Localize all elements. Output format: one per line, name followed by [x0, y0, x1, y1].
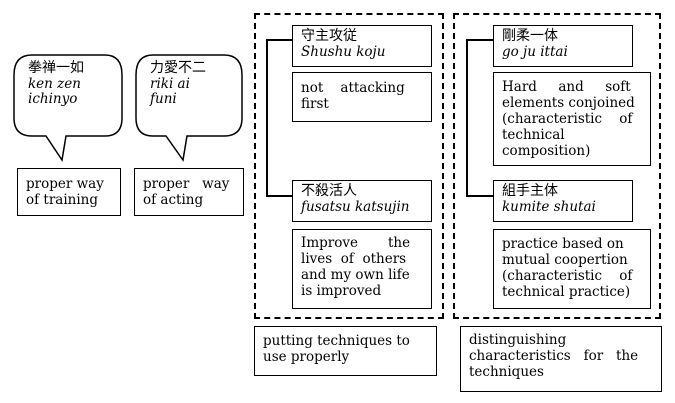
group-1-caption-line1: putting techniques to [263, 333, 410, 349]
improve-lives-box: Improve the lives of others and my own l… [292, 229, 432, 309]
improve-lives-line3: and my own life [301, 267, 410, 283]
training-box-line1: proper way [26, 176, 104, 192]
kumite-shutai-romaji: kumite shutai [502, 199, 596, 215]
fusatsu-katsujin-romaji: fusatsu katsujin [301, 199, 410, 215]
acting-box-line2: of acting [143, 192, 204, 208]
bubble-1-text: 拳禅一如 ken zen ichinyo [28, 60, 84, 107]
group-2-caption-line1: distinguishing [469, 332, 567, 348]
shushu-koju-box: 守主攻従 Shushu koju [292, 25, 432, 67]
bubble-1-romaji-line2: ichinyo [28, 91, 78, 107]
group-1-connector-vertical [266, 39, 268, 196]
go-ju-ittai-box: 剛柔一体 go ju ittai [493, 25, 633, 67]
not-attacking-line2: first [301, 96, 329, 112]
go-ju-ittai-kanji: 剛柔一体 [502, 28, 558, 44]
training-box-line2: of training [26, 192, 99, 208]
not-attacking-line1: not attacking [301, 80, 405, 96]
group-2-connector-top [466, 39, 493, 41]
hard-soft-box: Hard and soft elements conjoined (charac… [493, 72, 651, 166]
improve-lives-line4: is improved [301, 283, 382, 299]
practice-box: practice based on mutual coopertion (cha… [493, 229, 651, 309]
bubble-2-romaji-line2: funi [150, 91, 177, 107]
group-2-dashed-frame [453, 13, 661, 319]
group-2-connector-vertical [466, 39, 468, 196]
hard-soft-line4: technical [502, 127, 565, 143]
improve-lives-line2: lives of others [301, 251, 407, 267]
group-1-connector-bottom [266, 195, 292, 197]
group-2-caption-box: distinguishing characteristics for the t… [460, 326, 662, 392]
not-attacking-box: not attacking first [292, 72, 432, 122]
group-1-caption-box: putting techniques to use properly [254, 326, 437, 376]
group-1-dashed-frame [254, 13, 444, 319]
shushu-koju-kanji: 守主攻従 [301, 28, 357, 44]
bubble-2-romaji-line1: riki ai [150, 76, 190, 92]
bubble-1-kanji: 拳禅一如 [28, 60, 84, 76]
fusatsu-katsujin-box: 不殺活人 fusatsu katsujin [292, 180, 432, 222]
practice-line2: mutual coopertion [502, 252, 628, 268]
hard-soft-line1: Hard and soft [502, 79, 631, 95]
speech-bubble-2 [135, 54, 243, 162]
hard-soft-line2: elements conjoined [502, 95, 635, 111]
improve-lives-line1: Improve the [301, 235, 411, 251]
training-box: proper way of training [17, 168, 121, 216]
acting-box: proper way of acting [134, 168, 244, 216]
hard-soft-line5: composition) [502, 143, 591, 159]
go-ju-ittai-romaji: go ju ittai [502, 44, 568, 60]
bubble-2-text: 力愛不二 riki ai funi [150, 60, 206, 107]
group-2-connector-bottom [466, 195, 493, 197]
practice-line3: (characteristic of [502, 268, 633, 284]
group-1-caption-line2: use properly [263, 349, 350, 365]
kumite-shutai-box: 組手主体 kumite shutai [493, 180, 633, 222]
bubble-2-kanji: 力愛不二 [150, 60, 206, 76]
bubble-1-romaji-line1: ken zen [28, 76, 81, 92]
kumite-shutai-kanji: 組手主体 [502, 183, 558, 199]
group-2-caption-line3: techniques [469, 364, 544, 380]
speech-bubble-1 [13, 54, 123, 162]
practice-line1: practice based on [502, 236, 624, 252]
shushu-koju-romaji: Shushu koju [301, 44, 386, 60]
practice-line4: technical practice) [502, 284, 631, 300]
fusatsu-katsujin-kanji: 不殺活人 [301, 183, 357, 199]
acting-box-line1: proper way [143, 176, 230, 192]
group-1-connector-top [266, 39, 292, 41]
group-2-caption-line2: characteristics for the [469, 348, 639, 364]
hard-soft-line3: (characteristic of [502, 111, 633, 127]
